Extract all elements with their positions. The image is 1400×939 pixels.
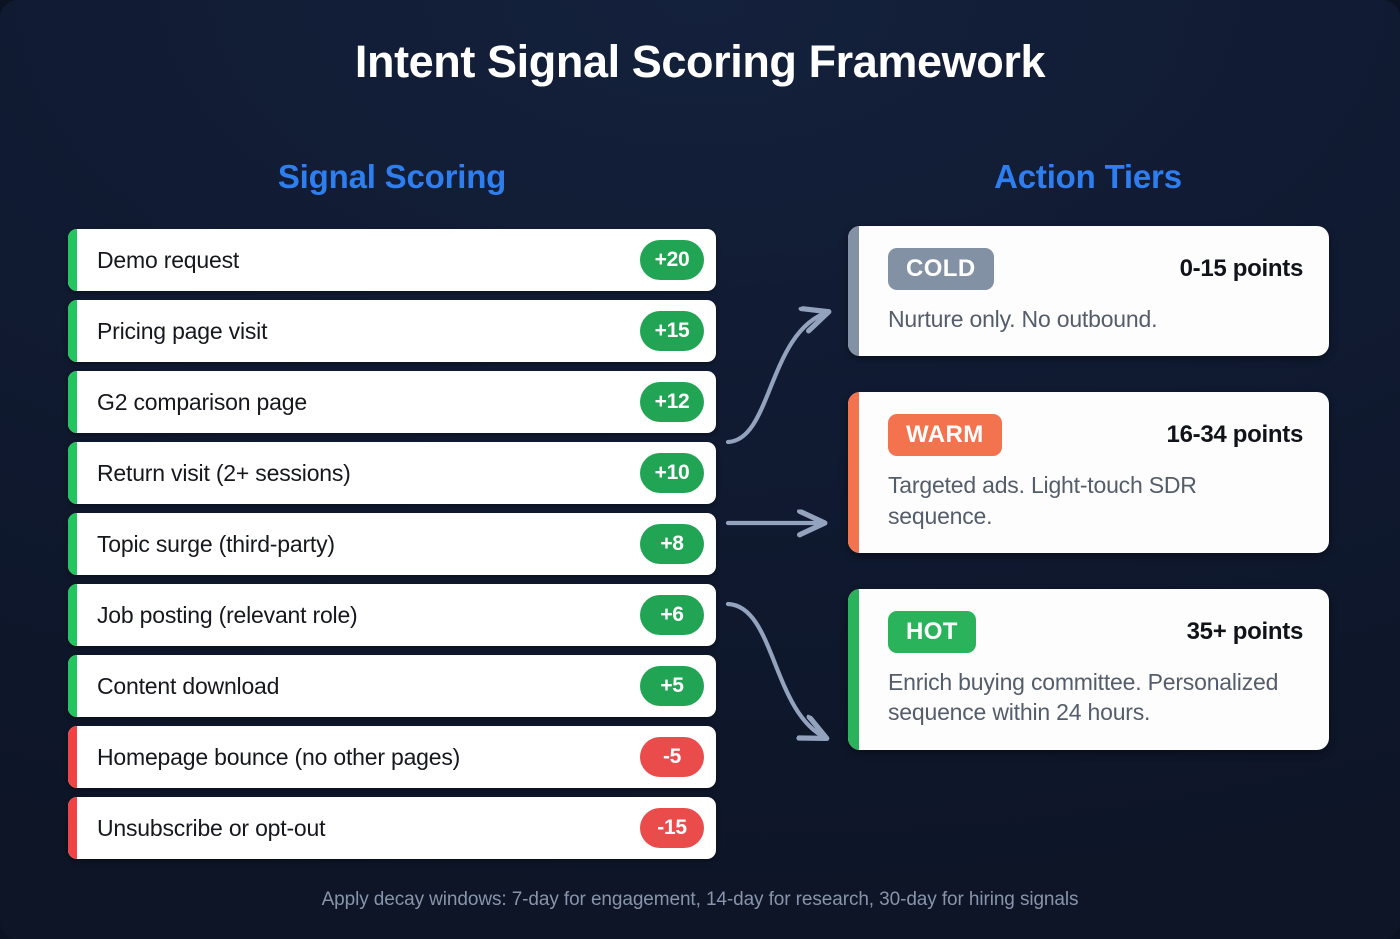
signal-row[interactable]: Pricing page visit +15 [68, 300, 716, 362]
signal-label: Return visit (2+ sessions) [97, 459, 351, 486]
signal-score-badge: +8 [640, 524, 704, 564]
signal-score-badge: +6 [640, 595, 704, 635]
signal-row[interactable]: Topic surge (third-party) +8 [68, 513, 716, 575]
tier-description: Nurture only. No outbound. [888, 306, 1158, 332]
signal-row[interactable]: Job posting (relevant role) +6 [68, 584, 716, 646]
signal-score-badge: +12 [640, 382, 704, 422]
tier-description: Enrich buying committee. Personalized se… [888, 669, 1279, 726]
signal-row[interactable]: Demo request +20 [68, 229, 716, 291]
tier-header: HOT 35+ points [888, 611, 1304, 654]
signal-score-badge: +5 [640, 666, 704, 706]
signal-label: G2 comparison page [97, 388, 307, 415]
tier-accent-bar [848, 226, 859, 357]
tier-name-badge: HOT [888, 611, 976, 654]
signal-row[interactable]: Content download +5 [68, 655, 716, 717]
signal-row[interactable]: Unsubscribe or opt-out -15 [68, 797, 716, 859]
signal-score-badge: -5 [640, 737, 704, 777]
signal-label: Topic surge (third-party) [97, 530, 335, 557]
signal-label: Pricing page visit [97, 317, 268, 344]
signal-accent-bar [68, 797, 77, 859]
signal-accent-bar [68, 371, 77, 433]
signal-accent-bar [68, 513, 77, 575]
signal-accent-bar [68, 229, 77, 291]
tier-name-badge: COLD [888, 248, 994, 290]
signal-label: Unsubscribe or opt-out [97, 814, 326, 841]
signal-scoring-heading: Signal Scoring [277, 158, 507, 195]
signal-accent-bar [68, 442, 77, 504]
tier-points-range: 35+ points [1186, 618, 1304, 646]
signal-row[interactable]: Return visit (2+ sessions) +10 [68, 442, 716, 504]
tier-description: Targeted ads. Light-touch SDR sequence. [888, 472, 1197, 529]
signal-score-badge: +15 [640, 311, 704, 351]
signal-accent-bar [68, 584, 77, 646]
signal-accent-bar [68, 300, 77, 362]
action-tiers-heading: Action Tiers [994, 158, 1182, 195]
signal-score-badge: -15 [640, 808, 704, 848]
signal-score-badge: +10 [640, 453, 704, 493]
signal-label: Job posting (relevant role) [97, 601, 358, 628]
signal-row[interactable]: G2 comparison page +12 [68, 371, 716, 433]
tier-points-range: 16-34 points [1166, 421, 1304, 449]
footer-note: Apply decay windows: 7-day for engagemen… [321, 889, 1079, 910]
signal-label: Demo request [97, 246, 240, 273]
tier-header: WARM 16-34 points [888, 414, 1304, 457]
signal-label: Content download [97, 672, 280, 699]
tier-accent-bar [848, 392, 859, 554]
tier-points-range: 0-15 points [1179, 255, 1304, 282]
tier-header: COLD 0-15 points [888, 248, 1303, 290]
tier-accent-bar [848, 589, 859, 750]
signal-accent-bar [68, 655, 77, 717]
signal-label: Homepage bounce (no other pages) [97, 743, 461, 770]
page-title: Intent Signal Scoring Framework [354, 36, 1046, 87]
signal-accent-bar [68, 726, 77, 788]
arrow-to-cold-path [725, 312, 828, 445]
signal-row[interactable]: Homepage bounce (no other pages) -5 [68, 726, 716, 788]
signal-score-badge: +20 [640, 240, 704, 280]
tier-name-badge: WARM [888, 414, 1002, 457]
arrow-to-hot-path [725, 601, 826, 738]
